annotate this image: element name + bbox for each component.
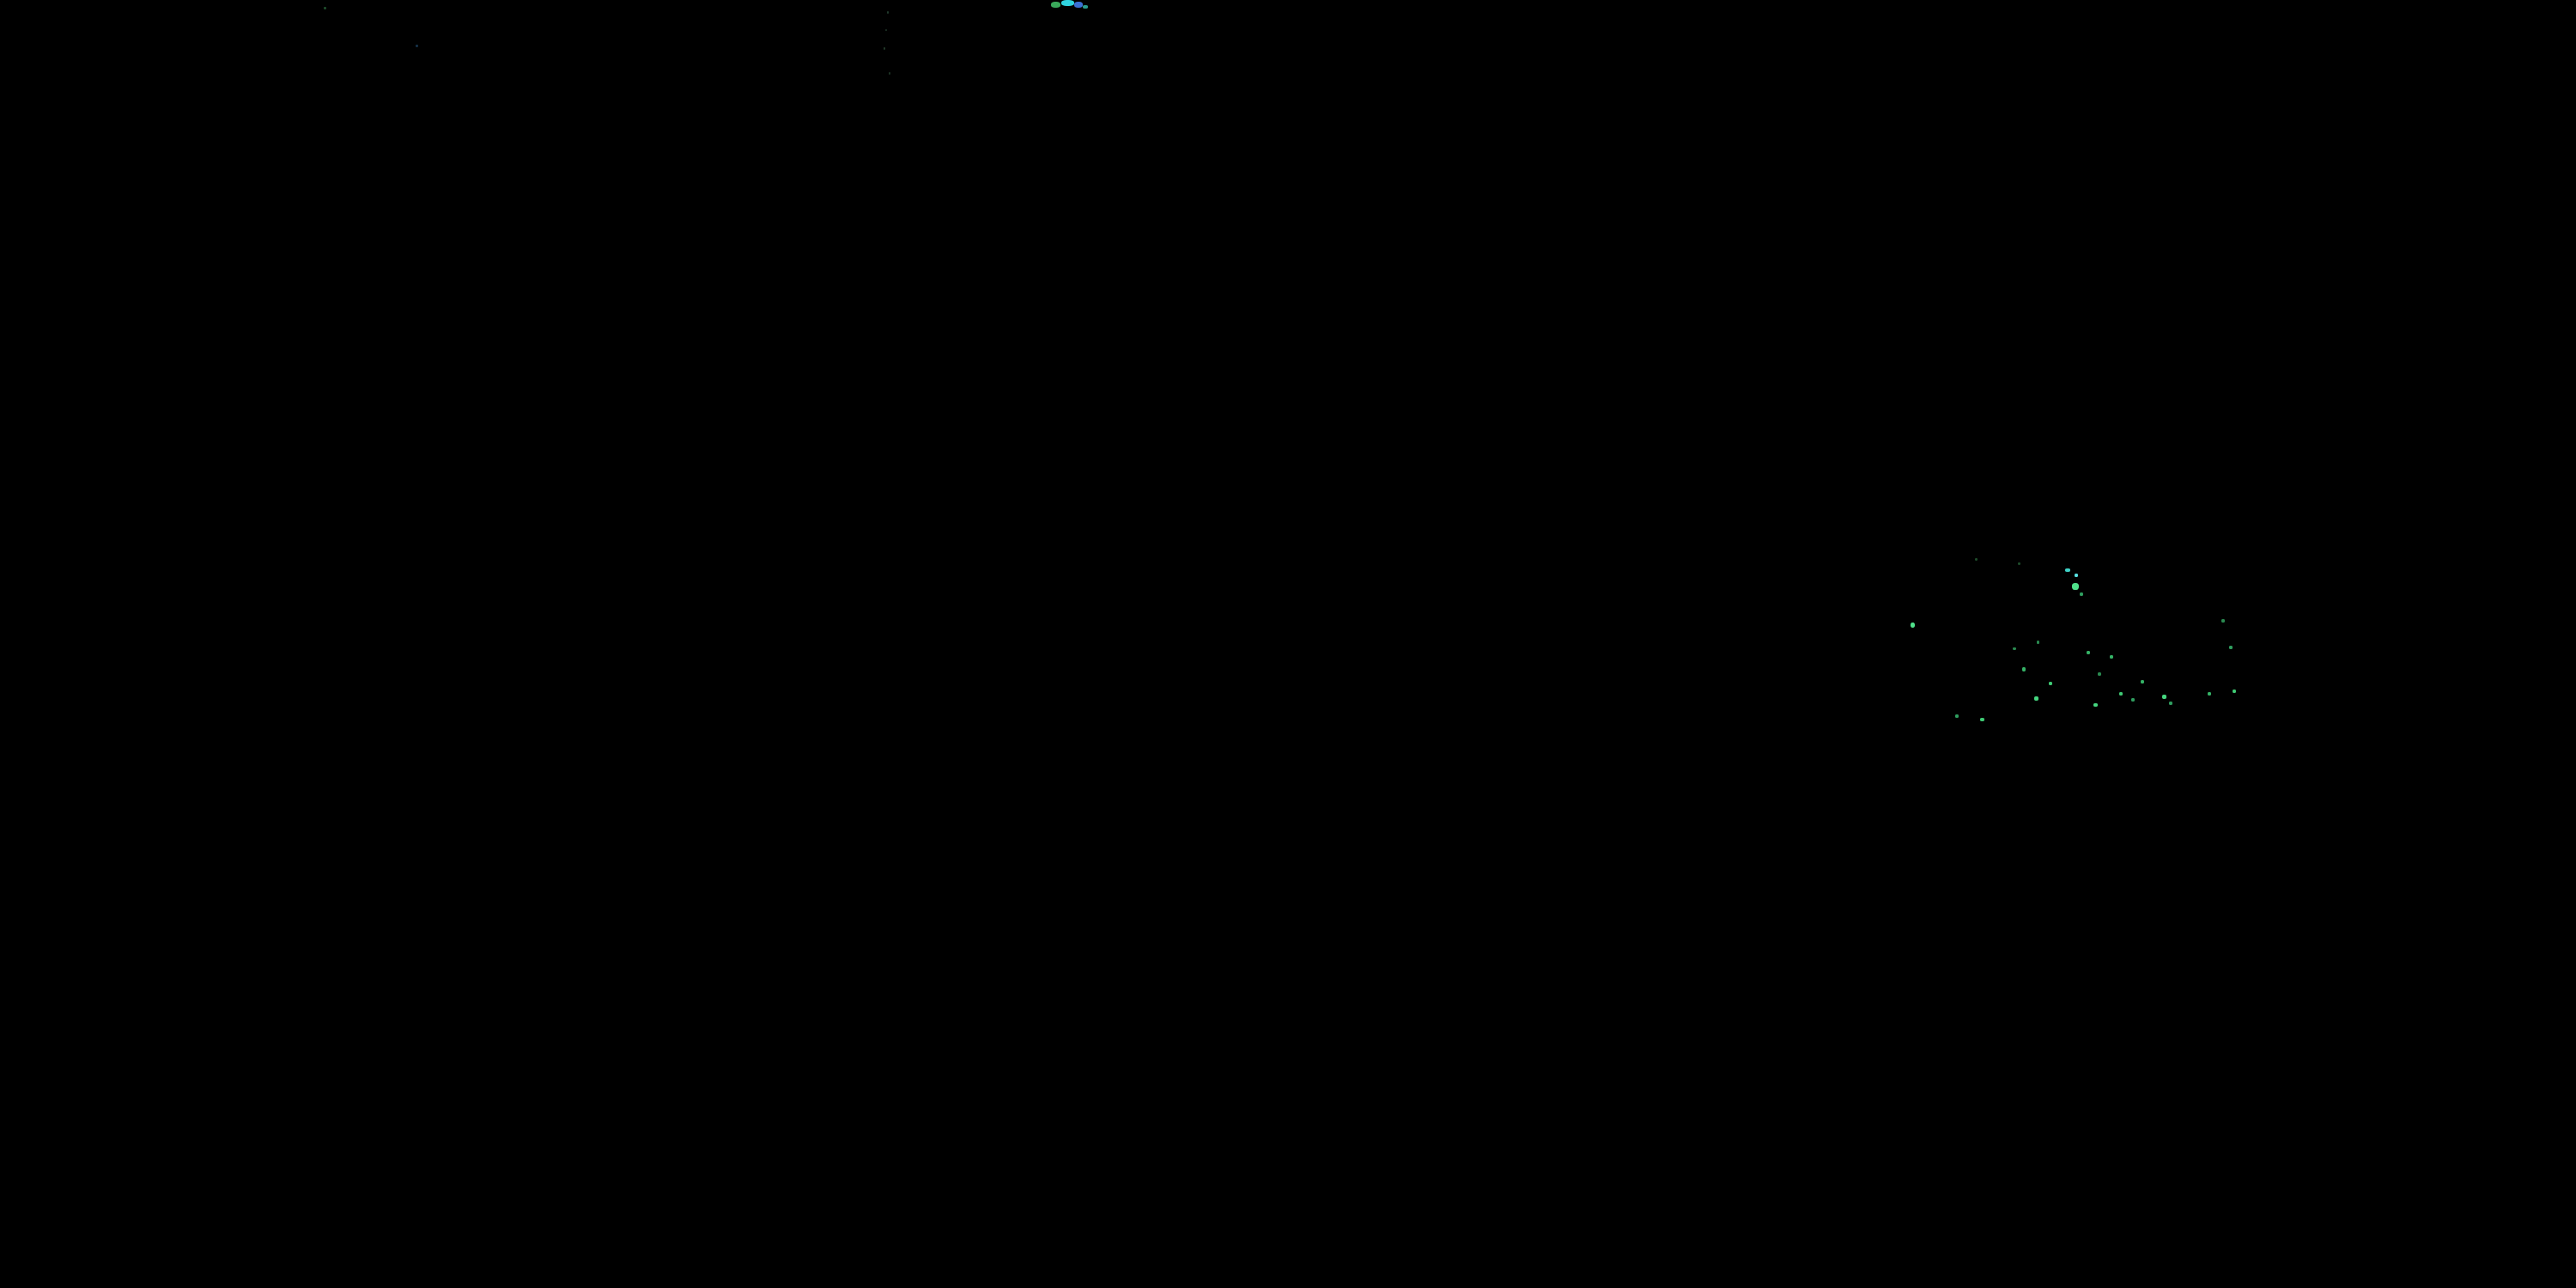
- speck: [2162, 695, 2166, 699]
- speck: [1061, 0, 1074, 6]
- speck: [2233, 690, 2236, 693]
- speck: [2018, 562, 2020, 565]
- speck: [2141, 680, 2144, 683]
- speck: [2087, 651, 2090, 654]
- speck: [2034, 696, 2038, 701]
- speck: [416, 45, 418, 47]
- speck: [2229, 646, 2233, 649]
- speck: [1083, 5, 1088, 9]
- speck: [2013, 647, 2016, 650]
- speck: [2131, 698, 2135, 702]
- speck: [2075, 574, 2078, 577]
- speck: [324, 7, 326, 9]
- speck: [2037, 641, 2039, 644]
- speck: [2221, 619, 2225, 623]
- speck: [885, 29, 887, 31]
- speck: [2098, 672, 2101, 676]
- speck: [1980, 718, 1984, 721]
- speck: [2065, 568, 2070, 572]
- speck: [887, 11, 889, 14]
- speck: [2072, 583, 2079, 590]
- speck: [884, 47, 885, 50]
- speck: [2169, 702, 2172, 705]
- speck: [1051, 2, 1060, 8]
- speck: [2049, 682, 2052, 685]
- speck: [889, 72, 890, 75]
- speck: [2080, 592, 2083, 596]
- speck: [1975, 558, 1978, 561]
- speck: [1074, 2, 1083, 8]
- speck: [1955, 714, 1959, 718]
- speck: [2022, 667, 2026, 671]
- speck: [2110, 655, 2113, 659]
- speck: [1911, 623, 1915, 628]
- speck: [2093, 703, 2098, 707]
- speck: [2208, 692, 2211, 696]
- speck: [2119, 692, 2123, 696]
